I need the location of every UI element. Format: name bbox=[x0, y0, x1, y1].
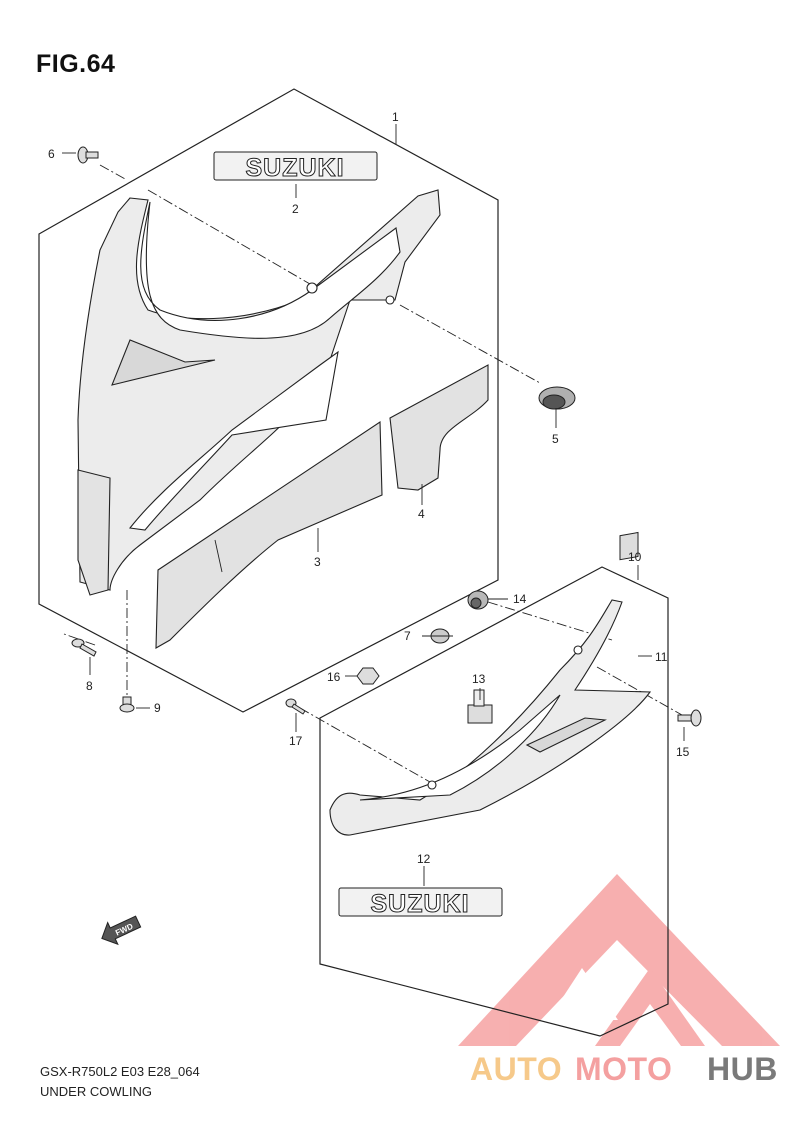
callout-15: 15 bbox=[676, 745, 690, 759]
callout-4: 4 bbox=[418, 507, 425, 521]
callout-14: 14 bbox=[513, 592, 527, 606]
watermark-text-moto: MOTO bbox=[575, 1051, 672, 1087]
nut-icon bbox=[356, 667, 380, 685]
grommet-icon bbox=[538, 386, 576, 410]
callout-16: 16 bbox=[327, 670, 341, 684]
screw-icon bbox=[71, 638, 97, 657]
watermark-text-auto: AUTO bbox=[470, 1051, 562, 1087]
under-cowling-lower bbox=[329, 599, 652, 836]
screw-icon bbox=[77, 146, 99, 164]
callout-3: 3 bbox=[314, 555, 321, 569]
page-title: FIG.64 bbox=[36, 50, 116, 78]
callout-7: 7 bbox=[404, 629, 411, 643]
callout-12: 12 bbox=[417, 852, 431, 866]
inner-panel-left bbox=[155, 420, 383, 649]
callout-13: 13 bbox=[472, 672, 486, 686]
callout-10: 10 bbox=[628, 550, 642, 564]
screw-icon bbox=[677, 709, 702, 727]
nut-icon bbox=[119, 696, 135, 713]
callout-17: 17 bbox=[289, 734, 303, 748]
diagram-name: UNDER COWLING bbox=[40, 1084, 152, 1099]
assembly-lines bbox=[63, 164, 683, 783]
callout-2: 2 bbox=[292, 202, 299, 216]
callout-8: 8 bbox=[86, 679, 93, 693]
diagram-code: GSX-R750L2 E03 E28_064 bbox=[40, 1064, 200, 1079]
badge-text-lower: SUZUKI bbox=[370, 890, 469, 918]
fwd-label: FWD bbox=[114, 922, 135, 938]
suzuki-emblem-lower: SUZUKI bbox=[338, 887, 503, 919]
inner-panel-right bbox=[389, 364, 489, 491]
grommet-icon bbox=[467, 590, 489, 610]
watermark-logo-icon bbox=[458, 874, 780, 1046]
callout-6: 6 bbox=[48, 147, 55, 161]
callout-1: 1 bbox=[392, 110, 399, 124]
leader-lines bbox=[62, 124, 685, 886]
screw-icon bbox=[285, 698, 306, 715]
watermark-text-hub: HUB bbox=[707, 1051, 778, 1087]
cowling-assembly-frame bbox=[38, 88, 499, 713]
forward-arrow-icon: FWD bbox=[101, 915, 142, 946]
callout-5: 5 bbox=[552, 432, 559, 446]
callout-11: 11 bbox=[655, 650, 668, 664]
badge-text-upper: SUZUKI bbox=[245, 154, 344, 182]
callout-9: 9 bbox=[154, 701, 161, 715]
suzuki-emblem-upper: SUZUKI bbox=[213, 151, 378, 183]
lower-cowling-assembly-frame bbox=[319, 566, 669, 1037]
clip-icon bbox=[467, 689, 493, 724]
under-cowling-upper bbox=[77, 189, 441, 596]
clip-plate-icon bbox=[619, 531, 639, 561]
